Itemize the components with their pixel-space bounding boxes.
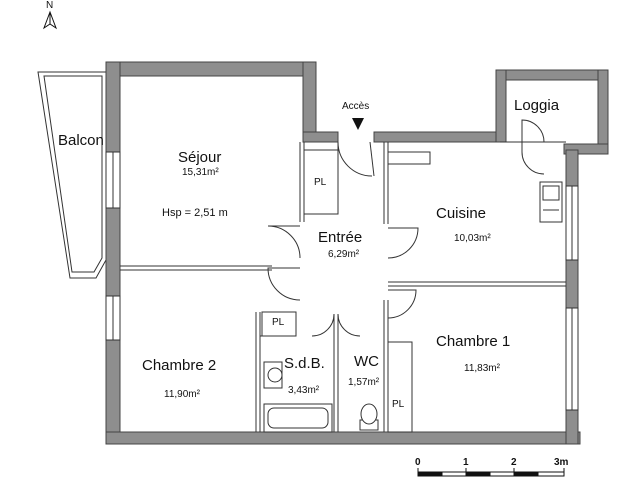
entrance-label: Accès [342, 101, 370, 112]
closet-label: PL [272, 317, 285, 328]
closet-label: PL [314, 177, 327, 188]
ceiling-height: Hsp = 2,51 m [162, 207, 228, 219]
entrance-arrow [352, 118, 364, 130]
scale-tick-label: 3m [554, 457, 569, 468]
scale-tick-label: 0 [415, 457, 421, 468]
door-swings [267, 119, 545, 337]
room-cuisine-name: Cuisine [436, 205, 487, 222]
exterior-walls [105, 61, 609, 445]
interior-walls [120, 141, 566, 433]
windows [105, 151, 579, 411]
scale-tick-label: 1 [463, 457, 469, 468]
room-chambre1-area: 11,83m² [464, 363, 500, 374]
fixtures [263, 181, 563, 433]
scale-tick-label: 2 [511, 457, 517, 468]
closet-label: PL [392, 399, 405, 410]
room-balcon-name: Balcon [58, 132, 104, 149]
room-loggia-name: Loggia [514, 97, 560, 114]
room-chambre1-name: Chambre 1 [436, 333, 511, 350]
room-cuisine-area: 10,03m² [454, 233, 491, 244]
north-label: N [46, 0, 54, 11]
room-wc-name: WC [354, 353, 379, 370]
room-sdb-area: 3,43m² [288, 385, 320, 396]
room-entree-name: Entrée [318, 229, 363, 246]
room-sejour-area: 15,31m² [182, 167, 219, 178]
room-wc-area: 1,57m² [348, 377, 380, 388]
north-arrow-icon [42, 10, 58, 30]
room-chambre2-area: 11,90m² [164, 389, 200, 400]
room-chambre2-name: Chambre 2 [142, 357, 217, 374]
scale-bar [417, 468, 565, 477]
balcony-outline [37, 71, 107, 279]
room-sejour-name: Séjour [178, 149, 222, 166]
room-entree-area: 6,29m² [328, 249, 360, 260]
room-sdb-name: S.d.B. [284, 355, 325, 372]
